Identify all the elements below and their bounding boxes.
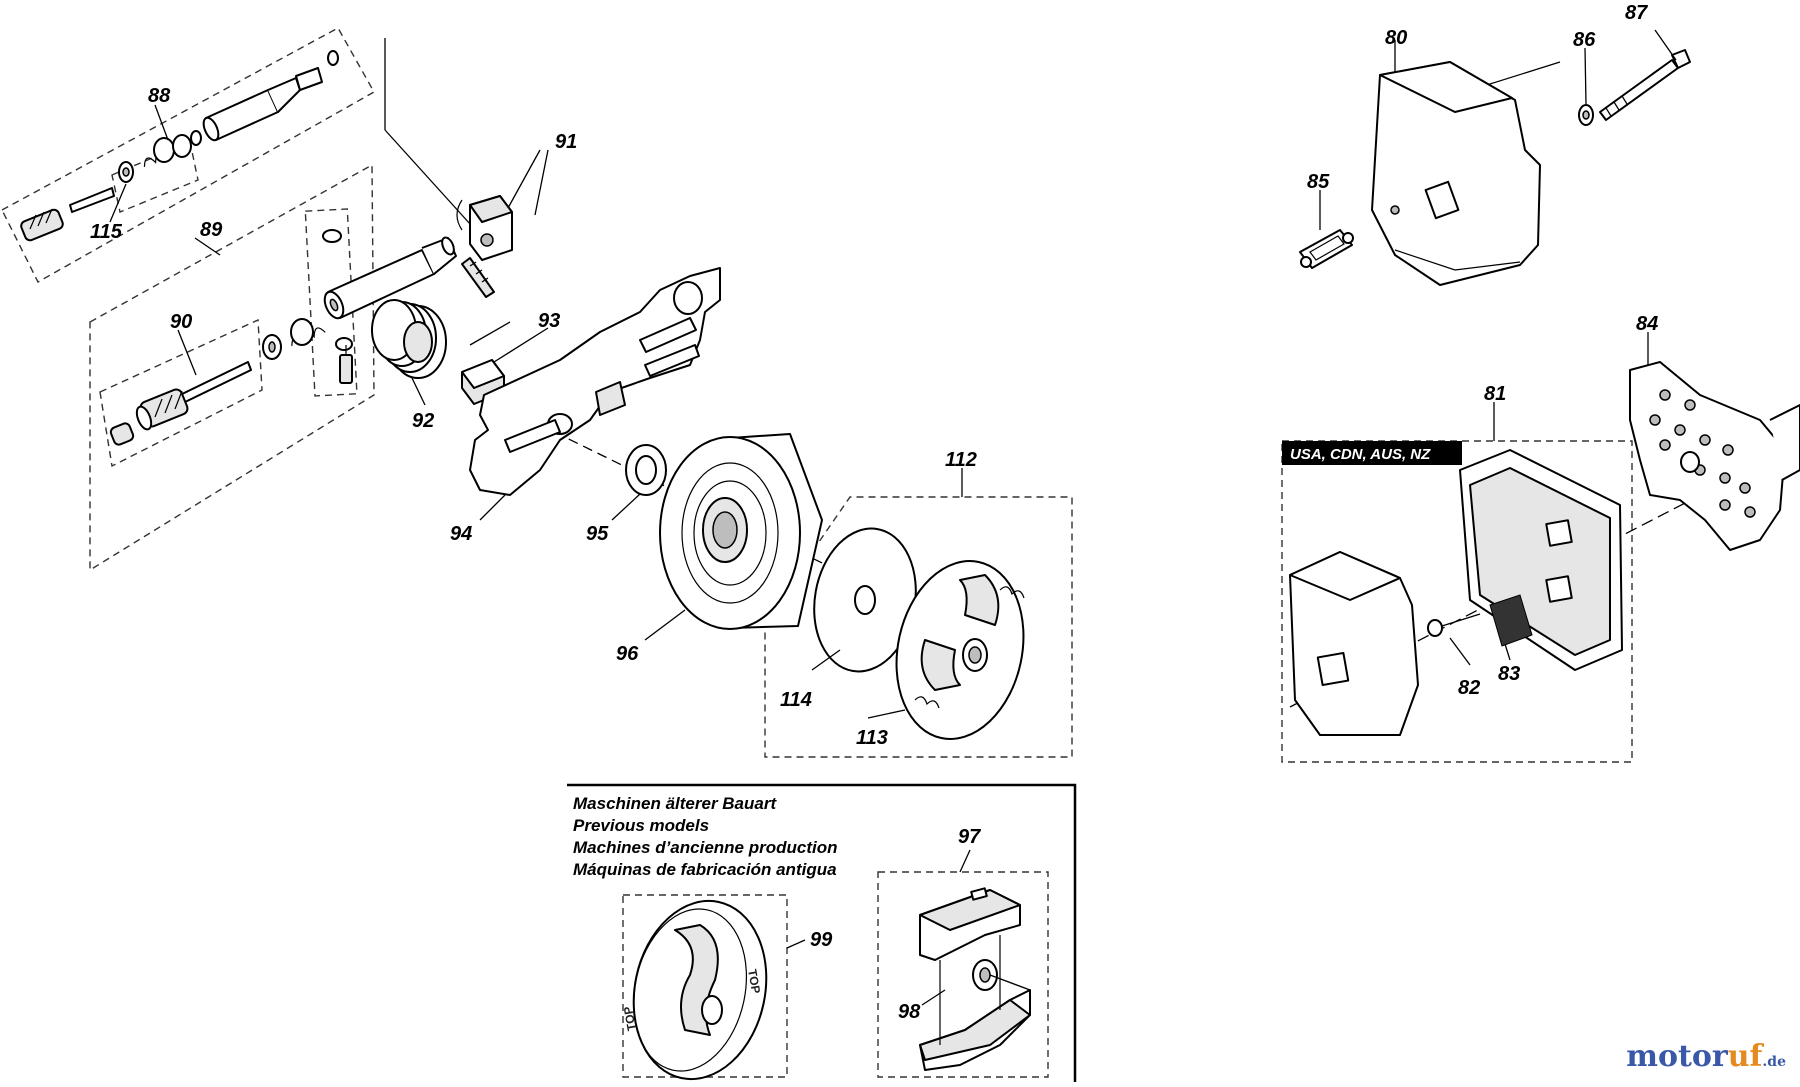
label-91: 91 xyxy=(555,131,577,153)
part-86-washer xyxy=(1578,104,1594,126)
part-91-tensioner-nut xyxy=(456,149,549,298)
watermark-suffix: .de xyxy=(1762,1054,1786,1070)
label-112: 112 xyxy=(945,449,977,471)
top-marking: TOP xyxy=(745,968,763,995)
older-models-box xyxy=(567,783,1077,1082)
part-88-pin-assembly xyxy=(20,50,339,242)
group-frame-90 xyxy=(99,318,263,468)
part-99-clutch-old: TOP TOP xyxy=(621,899,768,1081)
part-83-screen xyxy=(1489,594,1533,647)
part-89-pin-assembly xyxy=(109,229,457,446)
group-frame-115 xyxy=(111,141,199,213)
part-114-disc xyxy=(813,527,917,673)
group-frame-89 xyxy=(89,163,375,572)
part-97-clutch-shoe xyxy=(919,887,1021,961)
label-113: 113 xyxy=(856,727,888,749)
region-tag: USA, CDN, AUS, NZ xyxy=(1290,446,1431,463)
label-80: 80 xyxy=(1385,27,1407,49)
group-frame-88 xyxy=(1,27,375,283)
part-84-heat-shield xyxy=(1629,361,1800,551)
label-81: 81 xyxy=(1484,383,1506,405)
label-93: 93 xyxy=(538,310,560,332)
label-114: 114 xyxy=(780,689,812,711)
part-95-washer xyxy=(625,444,667,496)
watermark-brand-a: motor xyxy=(1626,1039,1728,1074)
part-87-bolt xyxy=(1599,49,1691,121)
part-82-screw xyxy=(1427,613,1481,637)
label-90: 90 xyxy=(170,311,192,333)
part-85-gasket xyxy=(1299,229,1354,269)
watermark-logo: motoruf.de xyxy=(1626,1039,1786,1074)
group-frame-99 xyxy=(622,894,788,1078)
label-88: 88 xyxy=(148,85,171,107)
older-models-de: Maschinen älterer Bauart xyxy=(573,794,777,813)
older-models-en: Previous models xyxy=(573,816,709,835)
axis-line xyxy=(384,129,481,236)
label-86: 86 xyxy=(1573,29,1596,51)
group-frame-97 xyxy=(877,871,1049,1078)
part-96-clutch-drum xyxy=(659,433,823,630)
label-94: 94 xyxy=(450,523,472,545)
label-92: 92 xyxy=(412,410,434,432)
label-82: 82 xyxy=(1458,677,1480,699)
label-98: 98 xyxy=(898,1001,921,1023)
label-83: 83 xyxy=(1498,663,1520,685)
part-113-clutch xyxy=(895,560,1025,740)
label-97: 97 xyxy=(958,826,981,848)
older-models-es: Máquinas de fabricación antigua xyxy=(573,860,837,879)
watermark-brand-b: uf xyxy=(1727,1039,1763,1074)
label-87: 87 xyxy=(1625,2,1648,24)
top-marking: TOP xyxy=(621,1005,639,1032)
part-98-clutch-shoe xyxy=(919,935,1031,1071)
part-94-side-plate xyxy=(469,267,721,496)
part-80-muffler xyxy=(1371,61,1541,286)
label-84: 84 xyxy=(1636,313,1658,335)
label-96: 96 xyxy=(616,643,639,665)
part-92-worm-gear xyxy=(371,299,447,379)
leader-lines xyxy=(109,29,1677,1006)
part-number-labels: 88 115 89 90 91 92 93 94 95 96 112 114 1… xyxy=(90,2,1658,1023)
label-89: 89 xyxy=(200,219,223,241)
older-models-fr: Machines d’ancienne production xyxy=(573,838,837,857)
part-muffler-body-usa xyxy=(1289,551,1419,736)
part-81-muffler-cover xyxy=(1459,449,1623,671)
label-115: 115 xyxy=(90,221,123,243)
label-85: 85 xyxy=(1307,171,1330,193)
label-99: 99 xyxy=(810,929,833,951)
label-95: 95 xyxy=(586,523,609,545)
region-tag-bg xyxy=(1282,441,1462,465)
group-frame-112 xyxy=(764,496,1073,758)
